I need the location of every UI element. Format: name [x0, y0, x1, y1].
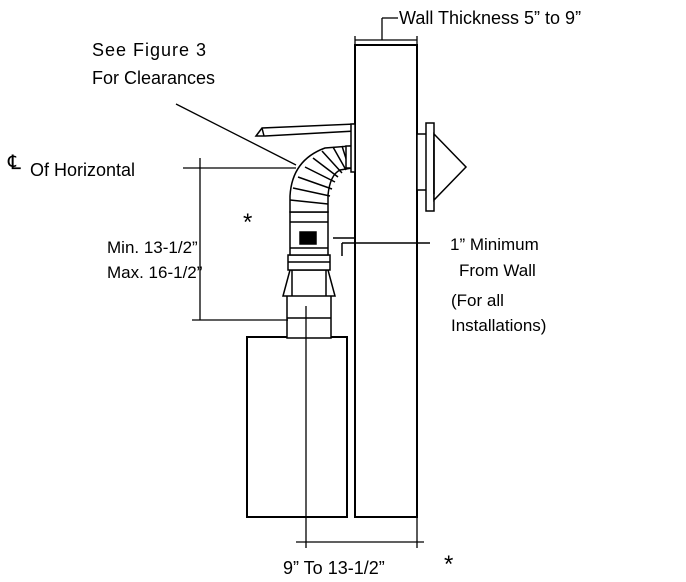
- wall-thickness-label: Wall Thickness 5” to 9”: [399, 8, 581, 28]
- termination-cap: [416, 122, 468, 212]
- see-figure-label-line1: See Figure 3: [92, 40, 207, 60]
- centerline-symbol: ℄: [7, 152, 21, 174]
- wall-plate: [350, 123, 356, 173]
- bottom-dimension-label: 9” To 13-1/2”: [283, 558, 385, 578]
- wall: [354, 44, 418, 518]
- see-figure-label-line2: For Clearances: [92, 68, 215, 88]
- installations-label: Installations): [451, 316, 546, 335]
- vent-elbow: [289, 145, 356, 213]
- see-figure-leader: [175, 103, 297, 166]
- elbow-height-dimension: [183, 158, 296, 321]
- wall-thickness-dimension: [354, 17, 418, 45]
- one-inch-min-label: 1” Minimum: [450, 235, 539, 254]
- min-dimension-label: Min. 13-1/2”: [107, 238, 198, 257]
- of-horizontal-label: Of Horizontal: [30, 160, 135, 180]
- wall-clearance-marker: [333, 237, 430, 256]
- from-wall-label: From Wall: [459, 261, 536, 280]
- min-max-asterisk: *: [243, 209, 252, 236]
- for-all-label: (For all: [451, 291, 504, 310]
- vertical-vent-pipe: [282, 211, 336, 339]
- max-dimension-label: Max. 16-1/2”: [107, 263, 203, 282]
- wall-offset-dimension: [296, 306, 424, 548]
- horizontal-vent-stub: [254, 123, 356, 137]
- appliance-cabinet: [246, 336, 348, 518]
- bottom-asterisk: *: [444, 551, 453, 578]
